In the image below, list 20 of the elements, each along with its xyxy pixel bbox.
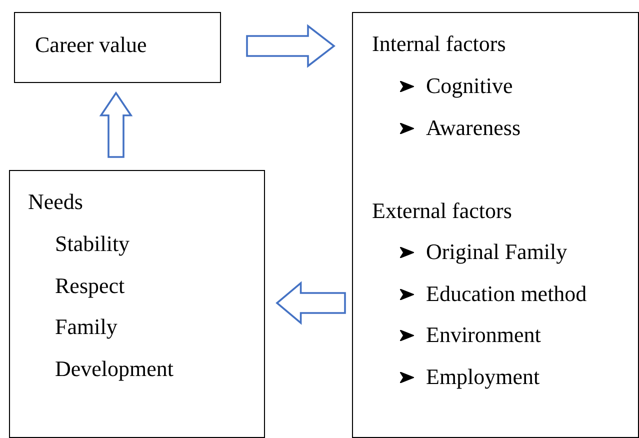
list-item: Stability [55,231,130,257]
text-box [352,12,639,438]
block-arrow [246,24,336,68]
list-item: Original Family [426,239,568,265]
text-box [9,170,265,438]
list-item: Employment [426,364,540,390]
list-item: Development [55,356,174,382]
list-item: Cognitive [426,73,513,99]
box-heading: Needs [28,189,83,215]
list-item: Education method [426,281,587,307]
text-box [14,12,221,83]
list-item: External factors [372,198,512,224]
box-heading: Internal factors [372,31,506,57]
block-arrow [276,281,346,325]
list-item: Environment [426,322,541,348]
list-item: Awareness [426,115,520,141]
list-item: Family [55,314,118,340]
block-arrow [99,91,133,158]
box-heading: Career value [35,32,147,58]
list-item: Respect [55,273,125,299]
